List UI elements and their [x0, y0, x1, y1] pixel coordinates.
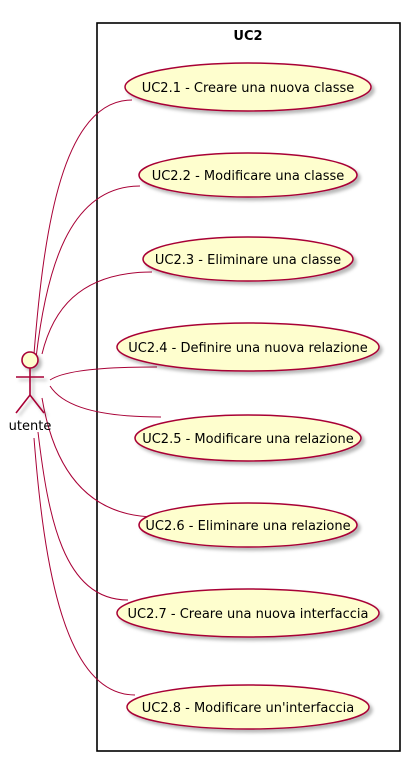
actor-utente[interactable]	[15, 351, 45, 414]
association-uc2-7	[37, 431, 129, 601]
association-uc2-8	[33, 437, 136, 696]
association-uc2-1	[33, 99, 133, 355]
association-uc2-5	[49, 385, 162, 418]
actor-label: utente	[9, 419, 52, 434]
use-case-ellipse	[138, 152, 358, 198]
use-case-uc2-8[interactable]: UC2.8 - Modificare un'interfaccia	[126, 684, 370, 730]
use-case-uc2-4[interactable]: UC2.4 - Definire una nuova relazione	[116, 322, 380, 372]
use-case-label: UC2.7 - Creare una nuova interfaccia	[127, 607, 368, 622]
actor-legs	[15, 393, 45, 414]
use-case-uc2-3[interactable]: UC2.3 - Eliminare una classe	[142, 236, 354, 282]
use-case-ellipse	[126, 684, 370, 730]
use-case-uc2-5[interactable]: UC2.5 - Modificare una relazione	[134, 414, 362, 462]
use-case-label: UC2.4 - Definire una nuova relazione	[128, 341, 368, 356]
use-case-label: UC2.8 - Modificare un'interfaccia	[142, 701, 355, 716]
use-case-label: UC2.3 - Eliminare una classe	[155, 253, 341, 268]
use-case-uc2-2[interactable]: UC2.2 - Modificare una classe	[138, 152, 358, 198]
use-case-label: UC2.6 - Eliminare una relazione	[145, 519, 350, 534]
use-case-ellipse	[142, 236, 354, 282]
use-case-label: UC2.1 - Creare una nuova classe	[142, 81, 355, 96]
use-case-label: UC2.2 - Modificare una classe	[152, 169, 345, 184]
use-case-ellipse	[134, 414, 362, 462]
use-case-ellipse	[116, 588, 380, 638]
use-case-ellipse	[124, 62, 372, 112]
actor-head	[21, 351, 39, 369]
use-case-ellipse	[116, 322, 380, 372]
use-case-ellipse	[138, 502, 358, 548]
association-uc2-3	[41, 271, 153, 355]
use-case-uc2-6[interactable]: UC2.6 - Eliminare una relazione	[138, 502, 358, 548]
system-title: UC2	[233, 29, 262, 44]
use-case-uc2-1[interactable]: UC2.1 - Creare una nuova classe	[124, 62, 372, 112]
use-case-uc2-7[interactable]: UC2.7 - Creare una nuova interfaccia	[116, 588, 380, 638]
association-uc2-4	[49, 366, 158, 381]
use-case-label: UC2.5 - Modificare una relazione	[142, 432, 354, 447]
association-uc2-2	[35, 185, 141, 359]
associations	[33, 99, 162, 696]
system-boundary	[96, 22, 401, 752]
association-uc2-6	[41, 397, 158, 518]
